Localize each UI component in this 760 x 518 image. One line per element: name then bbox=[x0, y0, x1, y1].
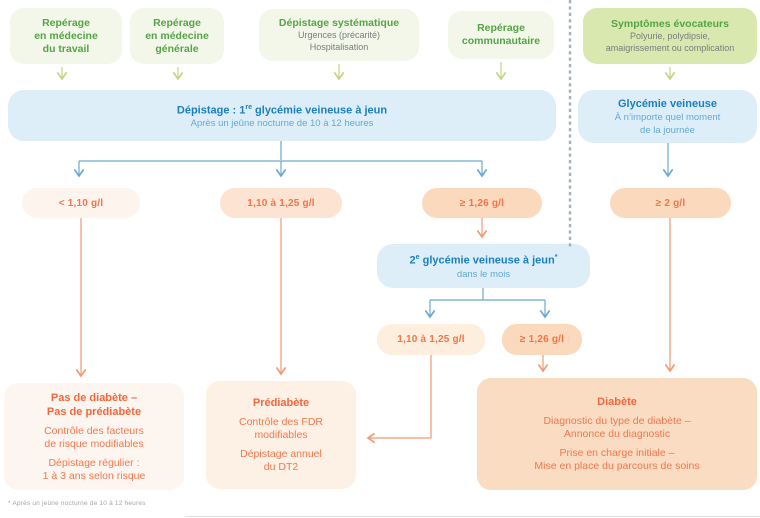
result-pill-over-2: ≥ 2 g/l bbox=[610, 188, 731, 218]
result-pill-label: 1,10 à 1,25 g/l bbox=[247, 197, 315, 209]
outcome-line: Dépistage annuel bbox=[240, 448, 322, 460]
footnote: * Après un jeûne nocturne de 10 à 12 heu… bbox=[8, 500, 146, 507]
outcome-paragraph: Diagnostic du type de diabète – Annonce … bbox=[481, 415, 753, 441]
outcome-paragraph: Contrôle des FDR modifiables bbox=[210, 416, 352, 442]
venous-glycemia-title: Glycémie veineuse bbox=[617, 97, 718, 110]
entry-down-arrows bbox=[56, 62, 676, 81]
bottom-rule bbox=[185, 516, 760, 517]
result-pill-label: 1,10 à 1,25 g/l bbox=[397, 334, 465, 345]
outcome-title-line: Diabète bbox=[597, 396, 637, 408]
title-prefix: 2 bbox=[409, 254, 416, 267]
outcome-line: Mise en place du parcours de soins bbox=[534, 460, 700, 472]
outcome-line: Contrôle des FDR bbox=[238, 416, 324, 428]
entry-title-line: en médecine bbox=[34, 29, 98, 42]
title-superscript: re bbox=[245, 103, 252, 111]
outcome-line: Diagnostic du type de diabète – bbox=[543, 415, 691, 427]
second-fasting-glycemia-box: 2e glycémie veineuse à jeun* dans le moi… bbox=[377, 244, 590, 288]
outcome-paragraph: Contrôle des facteurs de risque modifiab… bbox=[8, 425, 180, 451]
entry-title-line: en médecine bbox=[145, 29, 209, 42]
first-fasting-glycemia-title: Dépistage : 1re glycémie veineuse à jeun bbox=[8, 101, 556, 118]
result-pill-label: ≥ 2 g/l bbox=[655, 197, 686, 209]
outcome-title-line: Prédiabète bbox=[252, 397, 310, 409]
result-pill-over-126: ≥ 1,26 g/l bbox=[422, 188, 542, 218]
entry-title-line: Dépistage systématique bbox=[278, 17, 400, 29]
venous-glycemia-box: Glycémie veineuse À n’importe quel momen… bbox=[578, 90, 757, 143]
entry-box-suggestive-symptoms: Symptômes évocateurs Polyurie, polydipsi… bbox=[583, 8, 757, 64]
outcome-line: Dépistage régulier : bbox=[48, 456, 140, 469]
first-fasting-glycemia-subtitle: Après un jeûne nocturne de 10 à 12 heure… bbox=[190, 118, 374, 130]
footnote-marker: * bbox=[554, 254, 558, 262]
title-suffix: glycémie veineuse à jeun bbox=[419, 254, 555, 267]
title-prefix: Dépistage : 1 bbox=[176, 104, 246, 117]
outcome-line: du DT2 bbox=[263, 461, 299, 473]
outcome-box-no-diabetes: Pas de diabète – Pas de prédiabète Contr… bbox=[4, 383, 184, 490]
entry-sub-line: Polyurie, polydipsie, bbox=[629, 31, 711, 41]
entry-box-community-outreach: Repérage communautaire bbox=[448, 11, 554, 59]
outcome-box-prediabetes: Prédiabète Contrôle des FDR modifiables … bbox=[206, 381, 356, 489]
outcome-paragraph: Dépistage régulier : 1 à 3 ans selon ris… bbox=[8, 457, 180, 483]
first-fasting-glycemia-box: Dépistage : 1re glycémie veineuse à jeun… bbox=[8, 90, 556, 141]
entry-sub-line: Hospitalisation bbox=[309, 41, 369, 52]
first-test-branch-arrows bbox=[73, 141, 674, 178]
second-result-pill-110-125: 1,10 à 1,25 g/l bbox=[377, 324, 485, 355]
entry-title-line: Symptômes évocateurs bbox=[611, 18, 729, 30]
entry-title-line: générale bbox=[155, 42, 199, 55]
second-result-pill-over-126: ≥ 1,26 g/l bbox=[502, 324, 582, 355]
result-pill-label: < 1,10 g/l bbox=[58, 197, 104, 209]
outcome-line: modifiables bbox=[254, 429, 308, 441]
outcome-line: de risque modifiables bbox=[44, 437, 144, 450]
venous-glycemia-sub-line: À n’importe quel moment bbox=[614, 111, 721, 123]
venous-glycemia-sub-line: de la journée bbox=[640, 124, 695, 136]
entry-sub-line: amaigrissement ou complication bbox=[605, 42, 735, 53]
result-pill-label: ≥ 1,26 g/l bbox=[519, 334, 565, 345]
first-result-arrows bbox=[75, 218, 676, 378]
entry-title-line: Repérage bbox=[42, 16, 90, 29]
outcome-line: 1 à 3 ans selon risque bbox=[42, 469, 146, 482]
second-fasting-glycemia-subtitle: dans le mois bbox=[456, 268, 511, 280]
title-superscript: e bbox=[415, 254, 420, 262]
result-pill-110-125: 1,10 à 1,25 g/l bbox=[220, 188, 342, 218]
entry-box-systematic-screening: Dépistage systématique Urgences (précari… bbox=[259, 9, 419, 61]
outcome-paragraph: Dépistage annuel du DT2 bbox=[210, 448, 352, 474]
entry-box-general-medicine: Repérage en médecine générale bbox=[130, 8, 224, 64]
entry-sub-line: Urgences (précarité) bbox=[297, 30, 381, 40]
outcome-box-diabetes: Diabète Diagnostic du type de diabète – … bbox=[477, 378, 757, 490]
result-pill-label: ≥ 1,26 g/l bbox=[459, 197, 505, 209]
outcome-title-line: Pas de prédiabète bbox=[46, 405, 142, 418]
second-test-branch-arrows bbox=[424, 288, 551, 319]
outcome-line: Prise en charge initiale – bbox=[559, 447, 675, 459]
title-suffix: glycémie veineuse à jeun bbox=[251, 104, 388, 117]
second-fasting-glycemia-title: 2e glycémie veineuse à jeun* bbox=[377, 251, 590, 268]
entry-title-line: du travail bbox=[42, 42, 90, 55]
result-pill-under-110: < 1,10 g/l bbox=[22, 188, 140, 218]
entry-title-line: communautaire bbox=[461, 35, 541, 47]
entry-box-occupational-medicine: Repérage en médecine du travail bbox=[10, 8, 122, 64]
entry-title-line: Repérage bbox=[477, 22, 525, 34]
outcome-line: Contrôle des facteurs bbox=[44, 424, 144, 437]
outcome-paragraph: Prise en charge initiale – Mise en place… bbox=[481, 447, 753, 473]
outcome-line: Annonce du diagnostic bbox=[563, 428, 671, 440]
outcome-title-line: Pas de diabète – bbox=[50, 391, 138, 404]
entry-title-line: Repérage bbox=[153, 16, 201, 29]
